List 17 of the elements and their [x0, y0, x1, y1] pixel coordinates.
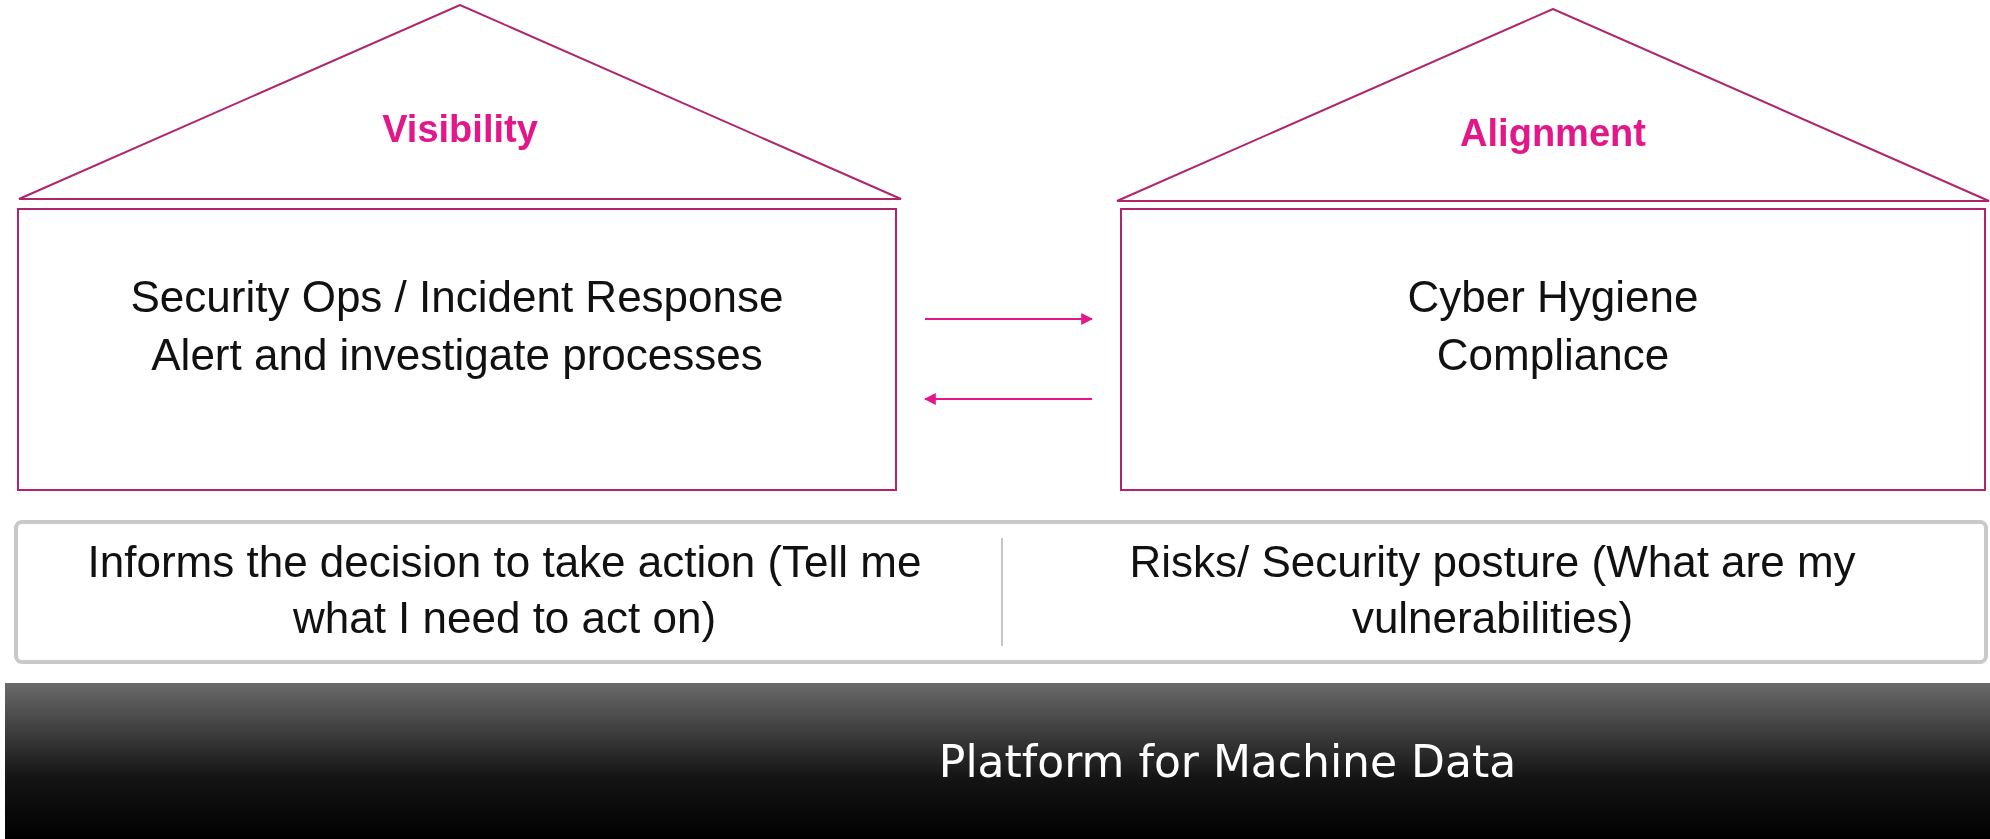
band-text: Risks/ Security posture (What are my vulnerabilities)	[1128, 536, 1857, 644]
roof-triangle	[1116, 8, 1990, 202]
box-text: Compliance	[1436, 329, 1670, 381]
info-band	[14, 520, 1988, 664]
band-text: Informs the decision to take action (Tell me what I need to act on)	[86, 536, 923, 644]
process-box	[17, 208, 897, 491]
roof-triangle	[18, 4, 902, 200]
arrow	[923, 393, 1093, 405]
process-box	[1120, 208, 1986, 491]
platform-label: Platform for Machine Data	[938, 735, 1517, 787]
box-text: Cyber Hygiene	[1407, 271, 1699, 323]
roof-title: Visibility	[381, 108, 539, 151]
roof-title: Alignment	[1459, 112, 1647, 155]
box-text: Alert and investigate processes	[151, 329, 763, 381]
box-text: Security Ops / Incident Response	[130, 271, 784, 323]
platform-bar	[5, 683, 1990, 839]
arrow	[924, 313, 1094, 325]
